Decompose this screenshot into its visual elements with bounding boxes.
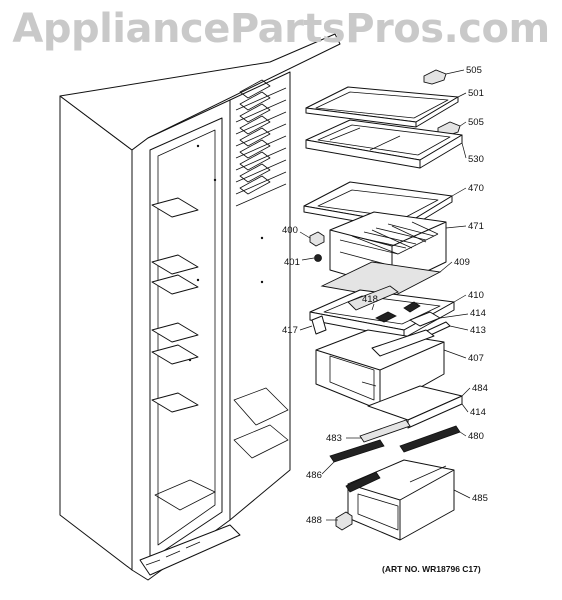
shelf-530 bbox=[305, 119, 463, 169]
callout-471: 471 bbox=[468, 221, 484, 232]
art-number: (ART NO. WR18796 C17) bbox=[382, 564, 481, 574]
refrigerator-cabinet bbox=[59, 33, 341, 581]
control-knob-400 bbox=[309, 231, 325, 247]
bracket-417 bbox=[311, 315, 327, 335]
control-knob-401 bbox=[314, 254, 322, 262]
freezer-shelf bbox=[151, 344, 199, 365]
cabinet-side-wall bbox=[59, 95, 133, 571]
pan-frame-410 bbox=[309, 289, 455, 339]
callout-480: 480 bbox=[468, 431, 484, 442]
callout-470: 470 bbox=[468, 183, 484, 194]
freezer-shelf bbox=[151, 322, 199, 343]
watermark-logo: AppliancePartsPros.com bbox=[12, 6, 550, 52]
freezer-shelf bbox=[151, 274, 199, 295]
glass-shelf-501 bbox=[305, 86, 459, 128]
roller-488 bbox=[335, 511, 353, 531]
callout-400: 400 bbox=[282, 225, 298, 236]
callout-414: 414 bbox=[470, 308, 486, 319]
rail-483 bbox=[359, 419, 411, 443]
cabinet-kickplate bbox=[139, 524, 241, 576]
callout-488: 488 bbox=[306, 515, 322, 526]
callout-407: 407 bbox=[468, 353, 484, 364]
pan-cover-418 bbox=[347, 285, 399, 311]
callout-485: 485 bbox=[472, 493, 488, 504]
callout-labels: 505 501 505 530 470 471 400 401 409 410 … bbox=[282, 65, 488, 526]
callout-486: 486 bbox=[306, 470, 322, 481]
callout-418: 418 bbox=[362, 294, 378, 305]
freezer-liner bbox=[149, 117, 223, 561]
support-486 bbox=[329, 439, 385, 463]
callout-505: 505 bbox=[466, 65, 482, 76]
callout-530: 530 bbox=[468, 154, 484, 165]
rail-480 bbox=[399, 425, 461, 453]
freezer-shelf bbox=[151, 392, 199, 413]
fresh-food-liner bbox=[229, 71, 291, 521]
shelf-rails bbox=[235, 79, 287, 207]
drawer-485 bbox=[345, 459, 455, 541]
callout-501: 501 bbox=[468, 88, 484, 99]
exploded-parts bbox=[303, 69, 463, 541]
callout-409: 409 bbox=[454, 257, 470, 268]
callout-505: 505 bbox=[468, 117, 484, 128]
freezer-shelf bbox=[151, 254, 199, 275]
callout-483: 483 bbox=[326, 433, 342, 444]
callout-414: 414 bbox=[470, 407, 486, 418]
callout-413: 413 bbox=[470, 325, 486, 336]
callout-484: 484 bbox=[472, 383, 488, 394]
leader-lines bbox=[299, 69, 471, 521]
callout-401: 401 bbox=[284, 257, 300, 268]
shelf-clip-top bbox=[423, 69, 447, 85]
callout-410: 410 bbox=[468, 290, 484, 301]
freezer-shelf bbox=[151, 197, 199, 218]
callout-417: 417 bbox=[282, 325, 298, 336]
